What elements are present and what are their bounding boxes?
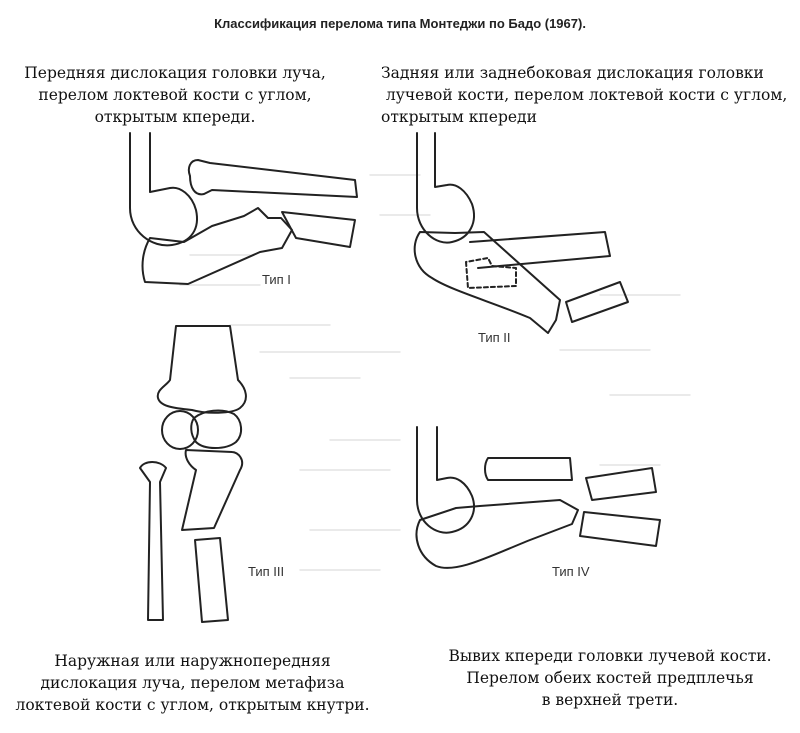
type3-label: Тип III bbox=[248, 564, 285, 579]
type1-description: Передняя дислокация головки луча, перело… bbox=[24, 64, 326, 126]
type2-description: Задняя или заднебоковая дислокация голов… bbox=[381, 64, 788, 126]
type3-radius bbox=[139, 461, 167, 621]
type2-label: Тип II bbox=[478, 330, 511, 345]
type3-ulna-distal bbox=[194, 537, 229, 623]
type3-illustration bbox=[139, 325, 247, 623]
type1-radius-distal bbox=[281, 211, 356, 248]
type4-description: Вывих кпереди головки лучевой кости. Пер… bbox=[448, 647, 772, 709]
type1-ulna bbox=[141, 207, 293, 285]
type4-illustration bbox=[415, 426, 661, 569]
diagram-title: Классификация перелома типа Монтеджи по … bbox=[214, 16, 586, 31]
type1-humerus bbox=[129, 132, 198, 247]
type2-ulna bbox=[413, 231, 561, 334]
type1-radius-head bbox=[187, 159, 358, 198]
type2-radius bbox=[469, 231, 611, 269]
type4-ulna-proximal bbox=[415, 499, 579, 569]
type4-radius-proximal bbox=[484, 457, 573, 481]
type1-label: Тип I bbox=[262, 272, 291, 287]
type3-trochlea bbox=[190, 409, 242, 449]
type2-illustration bbox=[413, 132, 629, 334]
type3-ulna-proximal bbox=[181, 449, 244, 531]
type2-ulna-distal bbox=[565, 281, 629, 323]
type3-humerus-shaft bbox=[156, 325, 247, 414]
type1-illustration bbox=[129, 132, 358, 285]
type4-radius-distal bbox=[585, 467, 657, 501]
type3-description: Наружная или наружнопередняя дислокация … bbox=[15, 652, 370, 714]
type4-label: Тип IV bbox=[552, 564, 590, 579]
type4-ulna-distal bbox=[579, 511, 661, 547]
type4-humerus bbox=[416, 426, 475, 534]
type2-radius-head-dashed bbox=[465, 257, 517, 289]
type3-capitulum bbox=[161, 410, 199, 450]
background-text-noise bbox=[179, 174, 691, 571]
type2-humerus bbox=[416, 132, 475, 244]
